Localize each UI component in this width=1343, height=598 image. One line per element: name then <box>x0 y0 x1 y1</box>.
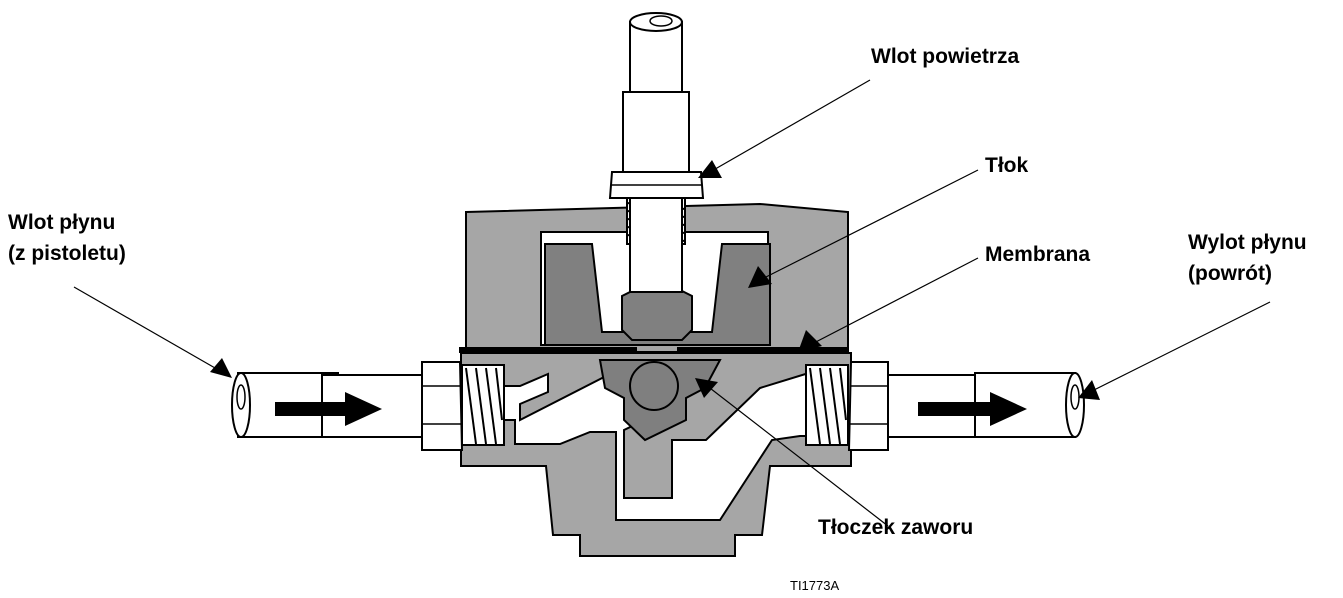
air-inlet-arrowhead <box>698 160 722 178</box>
piston-arrowhead <box>748 266 772 288</box>
left-flow-arrow <box>275 392 382 426</box>
figure-code: TI1773A <box>790 578 839 593</box>
valve-plunger-label: Tłoczek zaworu <box>818 516 973 539</box>
membrane-right <box>677 347 849 353</box>
air-inlet-fitting-body <box>622 91 690 173</box>
fluid-inlet-arrowhead <box>210 358 232 378</box>
right-flow-arrow <box>918 392 1027 426</box>
membrane <box>459 347 637 353</box>
fluid-outlet-label-line1: Wylot płynu <box>1188 231 1307 254</box>
right-thread-coils <box>809 367 847 445</box>
fluid-outlet-label-line2: (powrót) <box>1188 262 1272 285</box>
left-thread-coils <box>465 367 503 445</box>
air-inlet-label: Wlot powietrza <box>871 45 1019 68</box>
piston-rod <box>621 285 693 341</box>
membrane-label: Membrana <box>985 243 1090 266</box>
leader-arrowheads <box>210 160 1100 400</box>
left-nut <box>421 361 464 451</box>
fluid-inlet-label-line2: (z pistoletu) <box>8 242 126 265</box>
fluid-outlet-arrowhead <box>1078 380 1100 400</box>
right-nut <box>847 361 889 451</box>
fluid-inlet-label-line1: Wlot płynu <box>8 211 115 234</box>
valve-plunger-ball <box>629 361 679 411</box>
leader-lines <box>73 79 1271 527</box>
membrane-arrowhead <box>798 330 822 352</box>
fluid-channel <box>464 370 813 521</box>
valve-plunger-arrowhead <box>695 378 718 398</box>
piston-label: Tłok <box>985 154 1028 177</box>
